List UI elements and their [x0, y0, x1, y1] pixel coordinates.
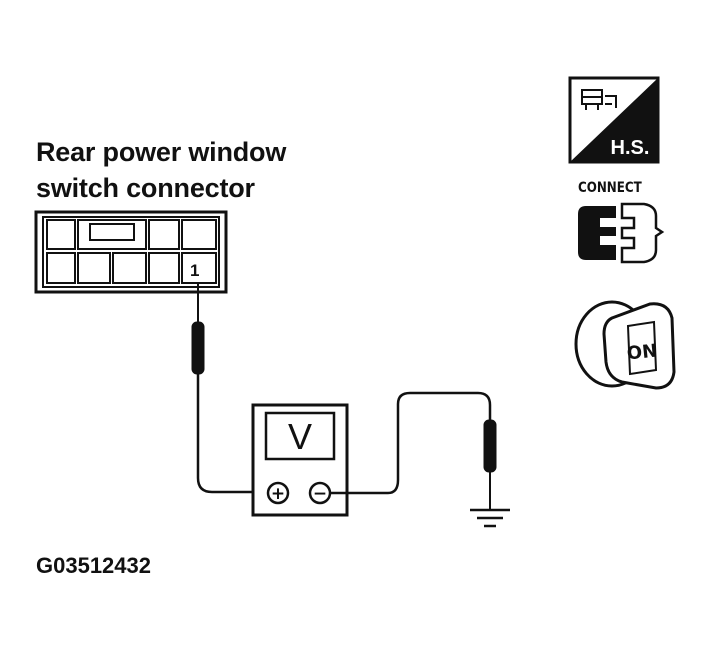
- voltmeter-minus-terminal: −: [313, 484, 327, 504]
- ignition-on-label: ON: [626, 340, 658, 364]
- ground-icon: [470, 508, 510, 528]
- connector-title-line1: Rear power window: [36, 137, 287, 167]
- connector-title-line2: switch connector: [36, 173, 255, 203]
- hs-icon: [568, 76, 660, 164]
- pin-1-label: 1: [190, 261, 199, 280]
- figure-code: G03512432: [36, 553, 151, 578]
- connect-label: CONNECT: [578, 180, 642, 196]
- switch-connector: [34, 210, 228, 294]
- voltmeter-plus-terminal: +: [271, 484, 285, 504]
- positive-probe: [191, 283, 262, 494]
- negative-probe: [330, 391, 497, 510]
- connector-plug-icon: [578, 202, 665, 264]
- ignition-key-on-icon: [574, 300, 676, 390]
- connector-title: Rear power window switch connector: [36, 134, 286, 206]
- voltmeter-display: V: [288, 416, 312, 457]
- hs-label: H.S.: [611, 137, 650, 159]
- voltmeter: [251, 403, 349, 517]
